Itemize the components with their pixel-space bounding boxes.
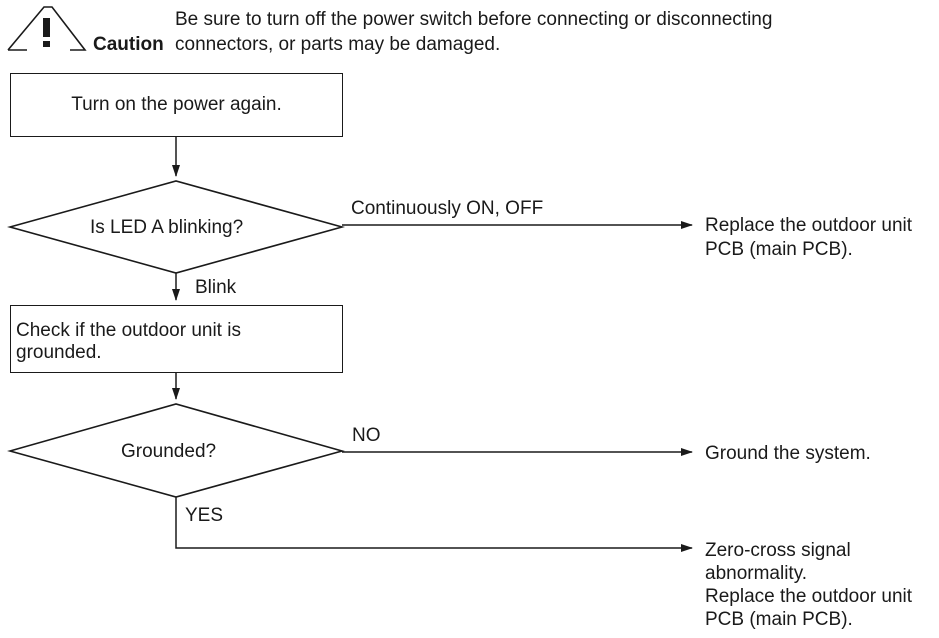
warning-triangle-icon [7, 6, 87, 51]
process-check-ground: Check if the outdoor unit is grounded. [10, 305, 343, 373]
yes-result-line-4: PCB (main PCB). [705, 609, 853, 630]
process-power-on: Turn on the power again. [10, 73, 343, 137]
decision-led-shape [7, 180, 345, 274]
yes-result-line-3: Replace the outdoor unit [705, 586, 913, 607]
led-result-line-2: PCB (main PCB). [705, 239, 853, 260]
no-label: NO [352, 425, 381, 446]
check-ground-line-2: grounded. [16, 342, 102, 363]
blink-label: Blink [195, 277, 237, 298]
process-power-on-text: Turn on the power again. [71, 94, 282, 115]
connector-yes-branch [175, 497, 693, 552]
caution-text-line-1: Be sure to turn off the power switch bef… [175, 9, 773, 30]
decision-grounded-shape [7, 403, 345, 498]
decision-led-text: Is LED A blinking? [90, 217, 244, 238]
yes-label: YES [185, 505, 224, 526]
yes-result-line-1: Zero-cross signal [705, 540, 851, 561]
no-result: Ground the system. [705, 443, 871, 464]
led-branch-label: Continuously ON, OFF [351, 198, 544, 219]
check-ground-line-1: Check if the outdoor unit is [16, 320, 241, 341]
caution-label: Caution [93, 34, 164, 55]
yes-result-line-2: abnormality. [705, 563, 808, 584]
caution-text-line-2: connectors, or parts may be damaged. [175, 34, 501, 55]
decision-grounded-text: Grounded? [121, 441, 217, 462]
led-result-line-1: Replace the outdoor unit [705, 215, 913, 236]
